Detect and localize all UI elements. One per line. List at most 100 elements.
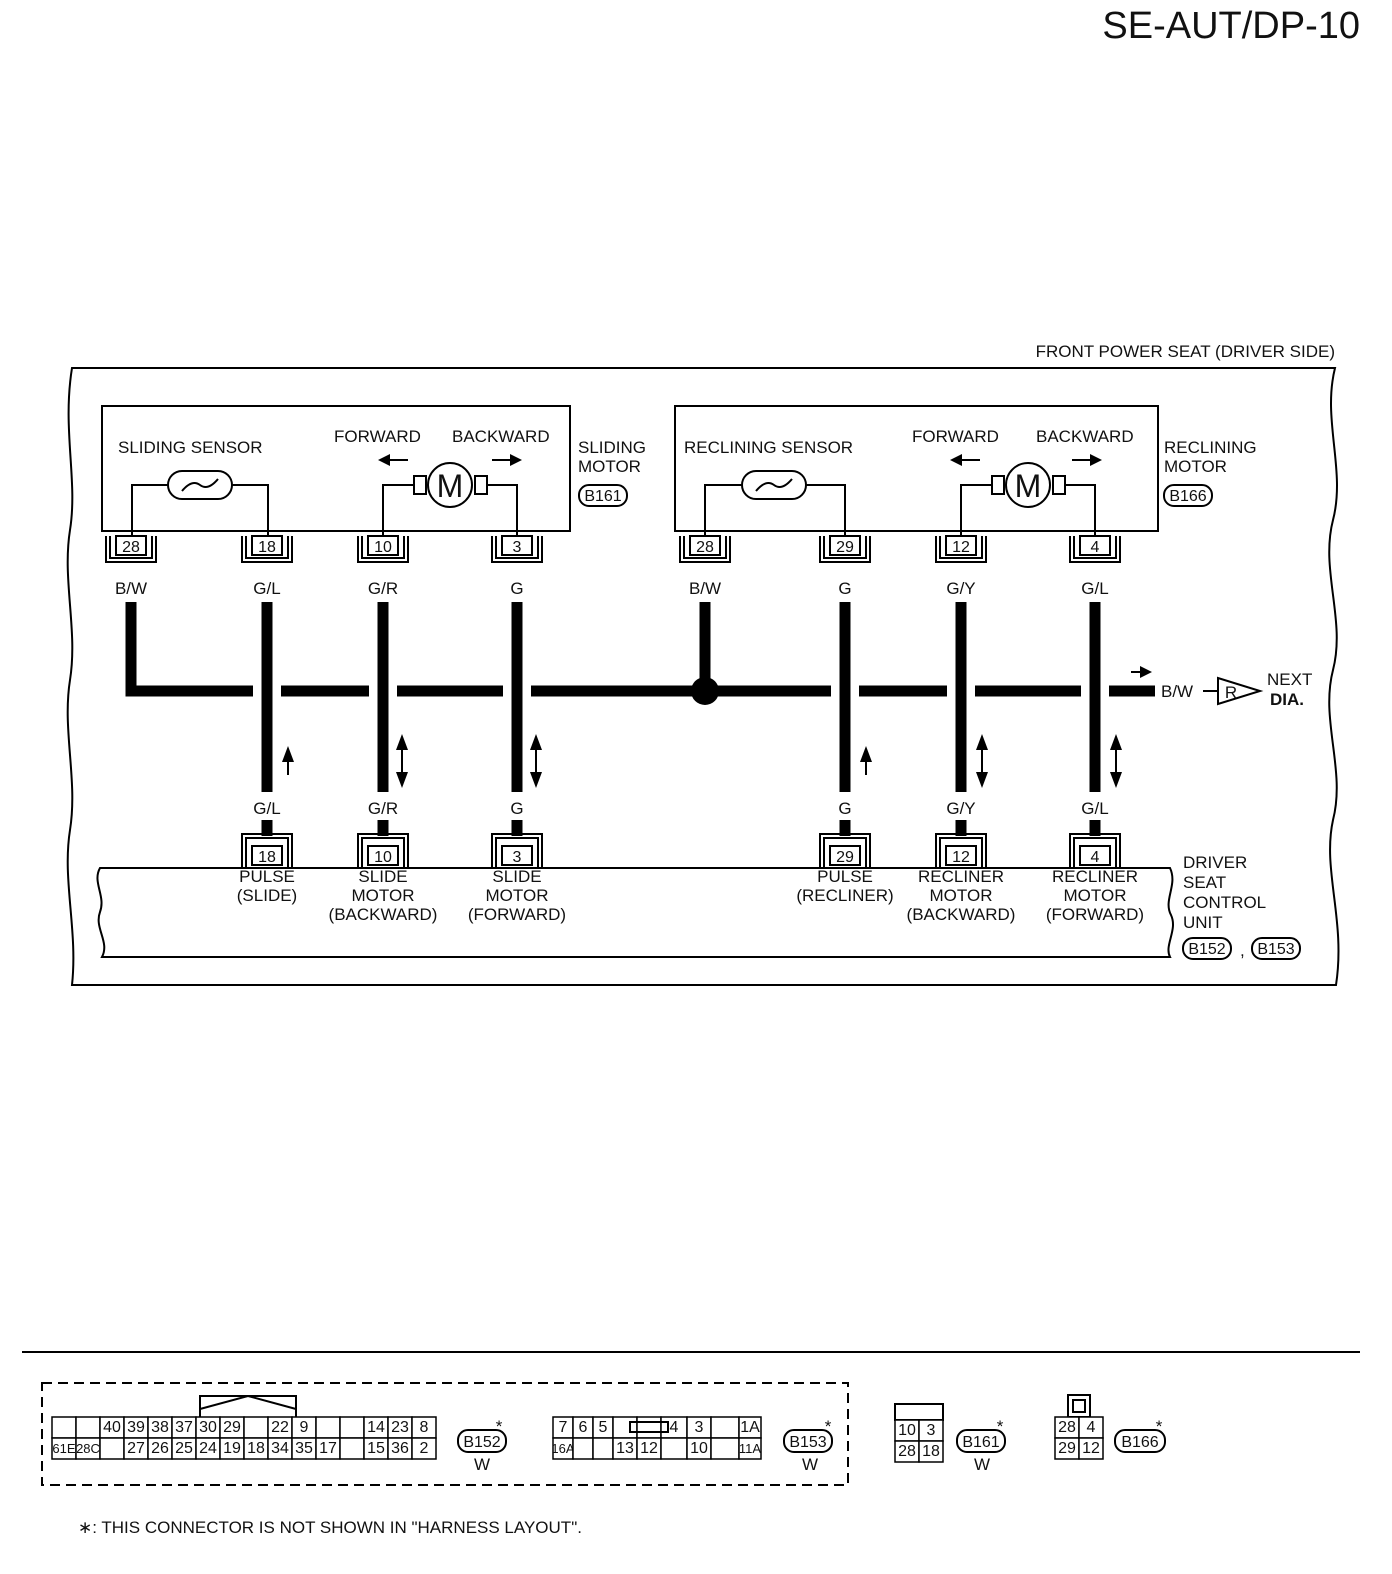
unit-connector-separator: , <box>1240 941 1245 960</box>
b153-pin-label: 13 <box>616 1440 634 1457</box>
b161-cell <box>918 1440 944 1463</box>
b152-pin-label: 34 <box>271 1440 289 1457</box>
reclining-sensor-symbol <box>741 470 807 500</box>
b152-pin-label: 25 <box>175 1440 193 1457</box>
b152-pin-label: 22 <box>271 1419 289 1436</box>
ground-wire <box>125 602 1155 705</box>
fn-slide-pulse-1: PULSE <box>239 867 295 886</box>
reclining-backward-label: BACKWARD <box>1036 427 1134 446</box>
b152-cell <box>75 1416 101 1439</box>
unit-name-3: CONTROL <box>1183 893 1266 912</box>
control-unit-outline <box>96 867 1174 958</box>
fn-slide-back-1: SLIDE <box>358 867 407 886</box>
arrow-bidir-slide-backward <box>396 734 408 788</box>
b152-pin-label: 61E <box>52 1441 75 1456</box>
reclining-motor-symbol <box>1005 462 1051 508</box>
fn-recl-pulse-1: PULSE <box>817 867 873 886</box>
fn-slide-fwd-3: (FORWARD) <box>468 905 566 924</box>
arrow-bidir-recliner-forward <box>1110 734 1122 788</box>
fn-recl-back-2: MOTOR <box>930 886 993 905</box>
wire-color-unit-29: G <box>838 799 851 818</box>
svg-text:10: 10 <box>374 539 392 556</box>
sliding-pin-3: 3 <box>491 535 543 563</box>
reclining-motor-name-2: MOTOR <box>1164 457 1227 476</box>
b152-pin-label: 19 <box>223 1440 241 1457</box>
b153-cell <box>572 1437 594 1460</box>
b153-pin-label: 3 <box>695 1419 704 1436</box>
reclining-motor-brush-r <box>1052 475 1066 495</box>
b153-cell <box>660 1437 688 1460</box>
unit-name-2: SEAT <box>1183 873 1226 892</box>
fn-slide-back-2: MOTOR <box>352 886 415 905</box>
b153-cell <box>612 1416 638 1439</box>
sliding-sensor-label: SLIDING SENSOR <box>118 438 263 457</box>
b152-pin-label: 2 <box>420 1440 429 1457</box>
b153-pin-label: 11A <box>739 1441 761 1456</box>
next-dia-line2: DIA. <box>1270 690 1304 709</box>
b152-pin-label: 35 <box>295 1440 313 1457</box>
b166-pin-label: 28 <box>1058 1419 1076 1436</box>
b153-cell <box>710 1416 740 1439</box>
fn-slide-back-3: (BACKWARD) <box>329 905 438 924</box>
b153-pin-label: 5 <box>599 1419 608 1436</box>
wire-color-reclining-4: G/L <box>1081 579 1108 598</box>
diagram-title: FRONT POWER SEAT (DRIVER SIDE) <box>1036 342 1335 361</box>
reclining-backward-arrowhead <box>1090 454 1102 466</box>
unit-name-1: DRIVER <box>1183 853 1247 872</box>
b152-pin-label: 8 <box>420 1419 429 1436</box>
b152-pin-label: 27 <box>127 1440 145 1457</box>
sliding-sensor-symbol <box>167 470 233 500</box>
b153-pin-label: 6 <box>579 1419 588 1436</box>
sliding-motor-name-2: MOTOR <box>578 457 641 476</box>
b152-pin-label: 14 <box>367 1419 385 1436</box>
b166-id: B166 <box>1121 1434 1158 1451</box>
wire-color-unit-18: G/L <box>253 799 280 818</box>
b152-pin-label: 26 <box>151 1440 169 1457</box>
b153-cell <box>592 1437 614 1460</box>
svg-text:3: 3 <box>513 849 522 866</box>
fn-slide-fwd-2: MOTOR <box>486 886 549 905</box>
b153-pin-label: 12 <box>640 1440 658 1457</box>
sliding-pin-28: 28 <box>105 535 157 563</box>
b152-pin-label: 28C <box>76 1441 100 1456</box>
unit-name-4: UNIT <box>1183 913 1223 932</box>
svg-text:10: 10 <box>374 849 392 866</box>
unit-connector-b152: B152 <box>1188 941 1225 958</box>
sliding-pin-10: 10 <box>357 535 409 563</box>
connector-b166-badge <box>1163 484 1213 507</box>
svg-text:29: 29 <box>836 849 854 866</box>
b152-cell <box>411 1437 437 1460</box>
sliding-sensor-glyph <box>181 478 219 492</box>
unit-pin-12: 12 <box>935 833 987 868</box>
reclining-motor-name-1: RECLINING <box>1164 438 1257 457</box>
reclining-pin-4: 4 <box>1069 535 1121 563</box>
b166-cell <box>1078 1437 1104 1460</box>
unit-pin-18: 18 <box>241 833 293 868</box>
b153-id: B153 <box>789 1434 826 1451</box>
arrow-up-slide-pulse <box>282 746 294 775</box>
b152-color: W <box>474 1455 490 1474</box>
reclining-motor-brush-l <box>991 475 1005 495</box>
b153-color: W <box>802 1455 818 1474</box>
next-dia-ref: R <box>1225 683 1237 702</box>
b161-star: * <box>997 1417 1004 1436</box>
b166-pin-label: 29 <box>1058 1440 1076 1457</box>
b161-lock-tab <box>894 1403 944 1421</box>
diagram-frame <box>66 367 1340 986</box>
ground-flow-arrowhead <box>1140 666 1152 678</box>
b152-cell <box>243 1416 269 1439</box>
reclining-motor-wiring <box>960 484 1096 540</box>
svg-text:12: 12 <box>952 849 970 866</box>
b161-badge <box>956 1429 1006 1453</box>
b152-star: * <box>496 1417 503 1436</box>
b152-pin-label: 40 <box>103 1419 121 1436</box>
fn-recl-fwd-3: (FORWARD) <box>1046 905 1144 924</box>
arrow-bidir-slide-forward <box>530 734 542 788</box>
b152-id: B152 <box>463 1434 500 1451</box>
sliding-motor-symbol <box>427 462 473 508</box>
b152-cell <box>339 1437 365 1460</box>
reclining-sensor-wiring <box>704 484 846 540</box>
wire-color-sliding-18: G/L <box>253 579 280 598</box>
reclining-sensor-glyph <box>755 478 793 492</box>
